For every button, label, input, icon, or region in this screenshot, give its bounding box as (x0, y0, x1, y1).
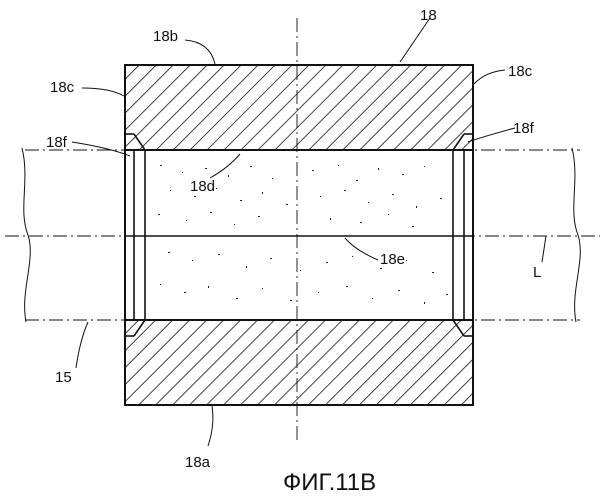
leader-L (542, 236, 546, 262)
label-top-face-18b: 18b (153, 28, 178, 45)
label-side-right-18c: 18c (508, 63, 533, 80)
shaft-right-break (572, 148, 580, 322)
figure-caption: ФИГ.11B (283, 469, 376, 496)
label-axis-L: L (533, 264, 541, 281)
leader-18c-left (82, 88, 124, 96)
label-part-18: 18 (420, 7, 437, 24)
leader-18c-right (474, 70, 505, 84)
leader-18a (208, 406, 213, 446)
label-bore-18d: 18d (190, 178, 215, 195)
leader-18f-left (72, 142, 130, 156)
label-chamfer-right-18f: 18f (513, 120, 535, 137)
label-axis-18e: 18e (380, 251, 405, 268)
bore-interior (125, 150, 473, 320)
bottom-wall (125, 320, 473, 405)
shaft-left-break (22, 148, 30, 322)
label-bottom-face-18a: 18a (185, 454, 211, 471)
leader-18f-right (468, 128, 515, 142)
label-side-left-18c: 18c (50, 79, 75, 96)
leader-18b (185, 40, 215, 64)
leader-15 (76, 322, 88, 368)
label-chamfer-left-18f: 18f (46, 134, 68, 151)
label-shaft-15: 15 (55, 369, 72, 386)
leader-18 (400, 18, 430, 62)
top-wall (125, 65, 473, 150)
